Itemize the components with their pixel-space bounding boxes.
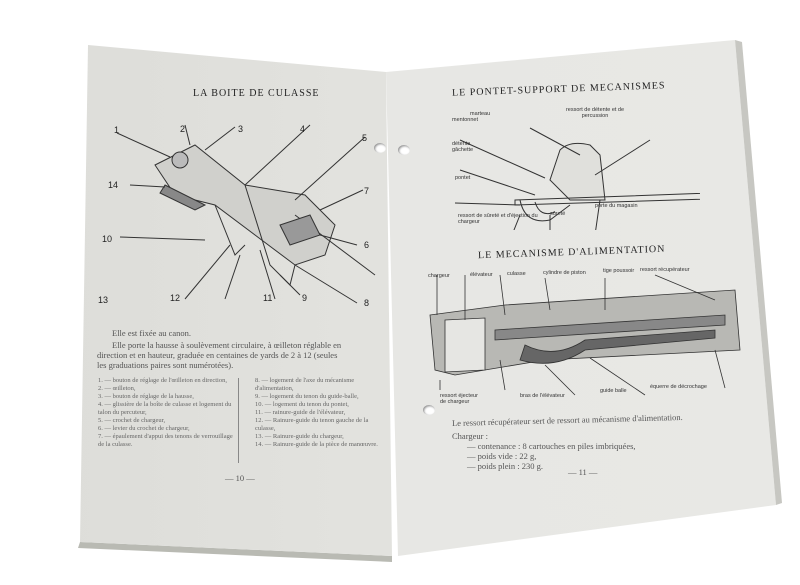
chargeur-item: — poids vide : 22 g,: [467, 451, 537, 461]
label-elevateur: élévateur: [470, 272, 493, 278]
callout-7: 7: [364, 186, 370, 196]
chargeur-heading: Chargeur :: [452, 431, 488, 441]
legend-item: 4. — glissière de la boîte de culasse et…: [98, 401, 232, 416]
callout-4: 4: [300, 124, 306, 134]
label-ressort-detente: ressort de détente et de percussion: [565, 107, 625, 119]
legend-divider: [238, 378, 239, 463]
left-paragraph-2-line-1: Elle porte la hausse à soulèvement circu…: [112, 340, 342, 350]
right-page-number: — 11 —: [568, 467, 598, 477]
left-page-number: — 10 —: [225, 473, 255, 483]
left-paragraph-2-line-3: les graduations paires sont numérotées).: [97, 360, 234, 370]
callout-1: 1: [114, 125, 120, 135]
callout-5: 5: [362, 133, 368, 143]
label-culasse: culasse: [507, 271, 526, 277]
label-cylindre-piston: cylindre de piston: [543, 270, 586, 276]
punch-hole: [398, 145, 410, 155]
callout-3: 3: [238, 124, 244, 134]
callout-6: 6: [364, 240, 370, 250]
label-chargeur: chargeur: [428, 273, 450, 279]
left-paragraph-1: Elle est fixée au canon.: [112, 328, 192, 338]
label-ressort-ejecteur: ressort éjecteur de chargeur: [440, 393, 478, 405]
callout-13: 13: [98, 295, 109, 305]
legend-item: 2. — œilleton,: [98, 385, 136, 392]
label-equerre-decrochage: équerre de décrochage: [650, 384, 707, 390]
legend-item: 5. — crochet de chargeur,: [98, 417, 166, 424]
callout-11: 11: [263, 293, 273, 303]
legend-item: 9. — logement du tenon du guide-balle,: [255, 393, 359, 400]
legend-item: 7. — épaulement d'appui des tenons de ve…: [98, 433, 233, 448]
legend-item: 13. — Rainure-guide du chargeur,: [255, 433, 344, 440]
label-surete: sûreté: [550, 211, 566, 217]
callout-9: 9: [302, 293, 308, 303]
legend-item: 12. — Rainure-guide du tenon gauche de l…: [255, 417, 369, 432]
legend-item: 10. — logement du tenon du pontet,: [255, 401, 349, 408]
label-tige-poussoir: tige poussoir: [603, 268, 635, 274]
label-bras-elevateur: bras de l'élévateur: [520, 393, 565, 399]
trigger-group-diagram: [454, 127, 700, 230]
legend-item: 14. — Rainure-guide de la pièce de manœu…: [255, 441, 378, 448]
feed-mechanism-diagram: [429, 274, 741, 396]
label-ressort-surete: ressort de sûreté et d'éjection du charg…: [458, 213, 538, 225]
callout-10: 10: [102, 234, 113, 244]
label-guide-balle: guide balle: [600, 388, 627, 394]
legend-item: 3. — bouton de réglage de la hausse,: [98, 393, 194, 400]
callout-12: 12: [170, 293, 181, 303]
legend-item: 1. — bouton de réglage de l'œilleton en …: [98, 377, 227, 384]
label-detente-gachette: détente gâchette: [452, 141, 474, 153]
left-paragraph-2-line-2: direction et en hauteur, graduée en cent…: [97, 350, 338, 360]
legend-left-column: 1. — bouton de réglage de l'œilleton en …: [98, 377, 233, 449]
left-page-title: LA BOITE DE CULASSE: [193, 88, 320, 99]
callout-8: 8: [364, 298, 370, 308]
receiver-diagram: [116, 124, 376, 304]
legend-right-column: 8. — logement de l'axe du mécanisme d'al…: [255, 377, 390, 449]
label-pontet: pontet: [455, 175, 471, 181]
legend-item: 8. — logement de l'axe du mécanisme d'al…: [255, 377, 355, 392]
punch-hole: [374, 143, 386, 153]
label-marteau: marteau: [470, 111, 491, 117]
label-ressort-recuperateur: ressort récupérateur: [640, 267, 690, 273]
callout-14: 14: [108, 180, 119, 190]
label-mentonnet: mentonnet: [452, 117, 478, 123]
legend-item: 6. — levier du crochet de chargeur,: [98, 425, 190, 432]
chargeur-item: — poids plein : 230 g.: [467, 461, 544, 471]
label-porte-magasin: porte du magasin: [595, 203, 638, 209]
legend-item: 11. — rainure-guide de l'élévateur,: [255, 409, 346, 416]
punch-hole: [423, 405, 435, 415]
callout-2: 2: [180, 124, 186, 134]
chargeur-item: — contenance : 8 cartouches en piles imb…: [467, 441, 636, 451]
